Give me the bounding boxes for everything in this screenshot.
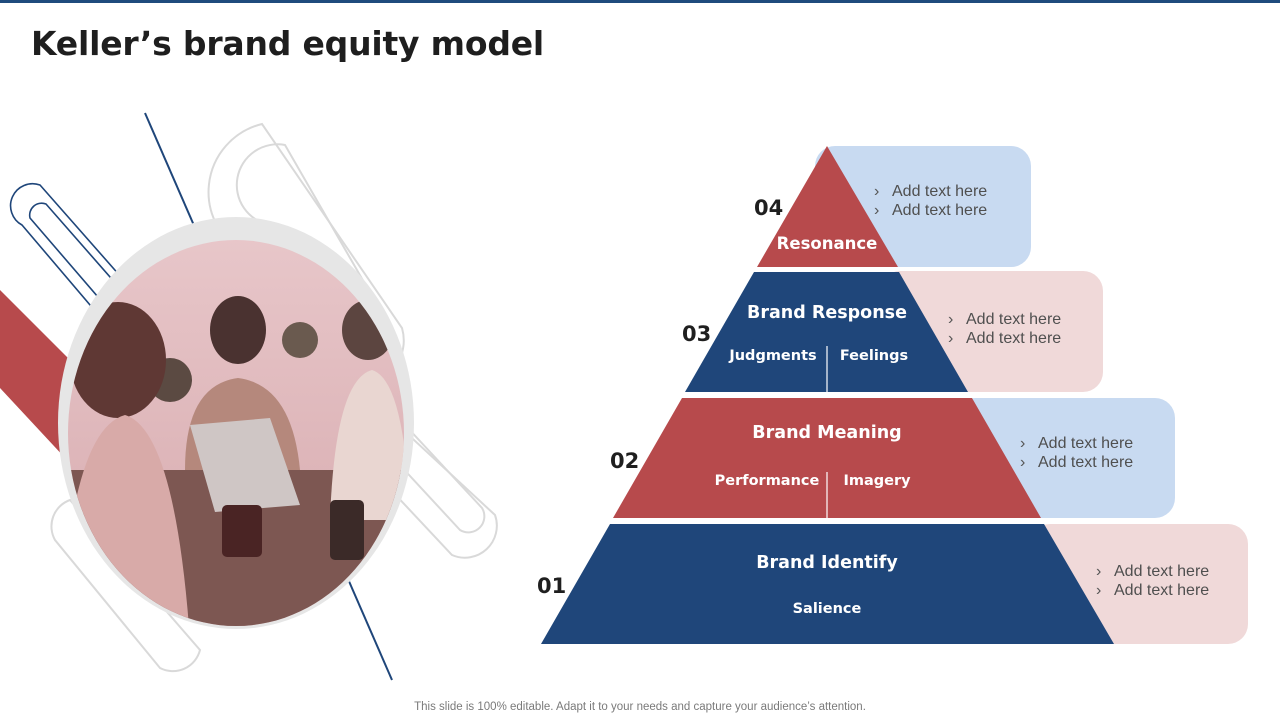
pyramid-tier-resonance <box>757 146 898 267</box>
chevron-right-icon: › <box>874 183 880 200</box>
chevron-right-icon: › <box>1020 454 1026 471</box>
tier-title-brand-response: Brand Response <box>747 303 907 323</box>
list-item: ›Add text here <box>1020 454 1134 471</box>
chevron-right-icon: › <box>948 330 954 347</box>
tier-sub-judgments: Judgments <box>729 348 817 364</box>
bullet-list-brand-meaning: ›Add text here ›Add text here <box>1020 434 1133 472</box>
chevron-right-icon: › <box>874 202 880 219</box>
pyramid <box>541 146 1114 644</box>
tier-sub-salience: Salience <box>792 601 862 617</box>
bullet-list-brand-response: ›Add text here ›Add text here <box>948 310 1061 348</box>
bullet-list-resonance: ›Add text here ›Add text here <box>874 182 987 220</box>
level-number-02: 02 <box>610 449 640 473</box>
tier-sub-performance: Performance <box>714 473 820 489</box>
level-number-03: 03 <box>682 322 712 346</box>
chevron-right-icon: › <box>948 311 954 328</box>
chevron-right-icon: › <box>1096 582 1102 599</box>
tier-title-resonance: Resonance <box>776 234 878 253</box>
slide-title: Keller’s brand equity model <box>31 24 545 63</box>
list-item: ›Add text here <box>1096 582 1210 599</box>
chevron-right-icon: › <box>1096 563 1102 580</box>
pyramid-tier-brand-meaning <box>613 398 1041 518</box>
footer-note: This slide is 100% editable. Adapt it to… <box>414 701 866 713</box>
list-item: ›Add text here <box>948 330 1062 347</box>
list-item: ›Add text here <box>874 202 988 219</box>
level-number-01: 01 <box>537 574 567 598</box>
chevron-right-icon: › <box>1020 435 1026 452</box>
tier-title-brand-meaning: Brand Meaning <box>752 423 902 443</box>
level-number-04: 04 <box>754 196 784 220</box>
top-accent-bar <box>0 0 1280 3</box>
tier-sub-imagery: Imagery <box>843 473 911 489</box>
tier-title-brand-identify: Brand Identify <box>756 553 898 573</box>
list-item: ›Add text here <box>874 183 988 200</box>
list-item: ›Add text here <box>1096 563 1210 580</box>
bullet-list-brand-identify: ›Add text here ›Add text here <box>1096 562 1209 600</box>
list-item: ›Add text here <box>948 311 1062 328</box>
pyramid-tier-brand-identify <box>541 524 1114 644</box>
pyramid-tier-brand-response <box>685 272 968 392</box>
tier-sub-feelings: Feelings <box>839 348 909 364</box>
list-item: ›Add text here <box>1020 435 1134 452</box>
